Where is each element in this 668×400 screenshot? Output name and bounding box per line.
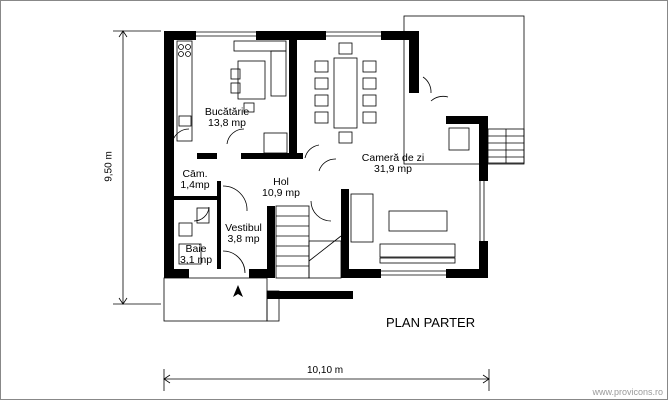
room-name: Cameră de zi <box>361 152 425 164</box>
room-name: Hol <box>273 176 289 188</box>
room-bathroom: Baie 3,1 mp <box>173 244 219 266</box>
width-dimension: 10,10 m <box>307 365 344 376</box>
room-area: 13,8 mp <box>208 117 246 129</box>
room-name: Vestibul <box>225 222 262 234</box>
height-dimension: 9,50 m <box>103 151 115 182</box>
room-pantry: Cām. 1,4mp <box>175 169 215 191</box>
room-name: Bucătărie <box>204 106 250 118</box>
thin-lines <box>163 15 525 322</box>
room-area: 3,8 mp <box>227 233 260 245</box>
entry-porch <box>163 277 268 322</box>
room-kitchen: Bucătărie 13,8 mp <box>197 107 257 129</box>
room-name: Cām. <box>182 168 208 180</box>
interior-stairs <box>275 205 342 279</box>
room-area: 3,1 mp <box>179 254 213 266</box>
room-area: 10,9 mp <box>262 187 300 199</box>
room-vestibule: Vestibul 3,8 mp <box>216 223 271 245</box>
room-area: 1,4mp <box>180 179 210 191</box>
room-name: Baie <box>185 243 207 255</box>
room-area: 31,9 mp <box>374 163 412 175</box>
plan-title: PLAN PARTER <box>386 315 476 330</box>
terrace-outline <box>403 15 525 165</box>
room-living: Cameră de zi 31,9 mp <box>353 153 433 175</box>
north-arrow-icon <box>233 285 243 297</box>
watermark: www.provicons.ro <box>592 387 663 397</box>
walls <box>164 31 488 299</box>
room-hall: Hol 10,9 mp <box>251 177 311 199</box>
dimension-lines <box>113 30 490 391</box>
exterior-stairs-right <box>487 128 525 164</box>
